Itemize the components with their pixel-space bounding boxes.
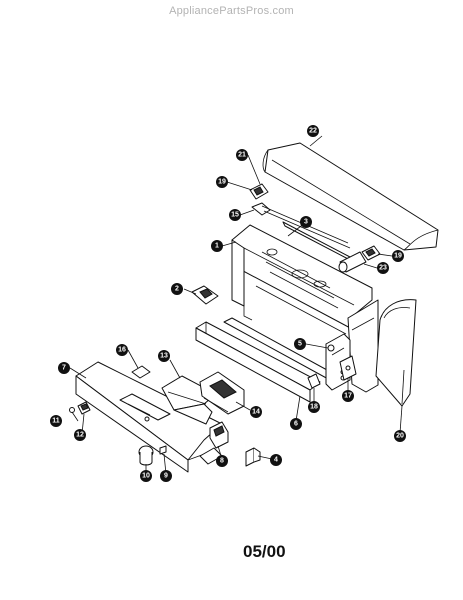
part-bracket-18 xyxy=(307,373,321,389)
callout-2: 2 xyxy=(171,283,183,295)
svg-text:22: 22 xyxy=(309,128,317,135)
callout-1: 1 xyxy=(211,240,223,252)
svg-text:10: 10 xyxy=(142,473,150,480)
svg-text:20: 20 xyxy=(396,433,404,440)
svg-text:8: 8 xyxy=(220,458,224,465)
svg-text:14: 14 xyxy=(252,409,260,416)
part-rocker-switch-12 xyxy=(77,401,91,415)
part-control-knob xyxy=(138,445,154,466)
callout-11: 11 xyxy=(50,415,62,427)
callout-18: 18 xyxy=(308,401,320,413)
revision-date: 05/00 xyxy=(243,542,286,561)
callout-3: 3 xyxy=(300,216,312,228)
part-small-clip-lower xyxy=(361,245,381,261)
callout-22: 22 xyxy=(307,125,319,137)
part-small-clip-upper xyxy=(249,183,269,200)
callout-5: 5 xyxy=(294,338,306,350)
svg-text:12: 12 xyxy=(76,432,84,439)
svg-text:1: 1 xyxy=(215,243,219,250)
part-display-cover xyxy=(161,375,217,425)
leader-lines xyxy=(69,135,403,475)
part-lower-channel xyxy=(195,321,321,403)
svg-text:4: 4 xyxy=(274,457,278,464)
watermark: AppliancePartsPros.com xyxy=(169,5,294,17)
callout-21: 21 xyxy=(236,149,248,161)
callout-17: 17 xyxy=(342,390,354,402)
callout-19-lower: 19 xyxy=(392,250,404,262)
part-panel-bracket xyxy=(131,365,151,379)
callout-6: 6 xyxy=(290,418,302,430)
callout-16: 16 xyxy=(116,344,128,356)
svg-text:13: 13 xyxy=(160,353,168,360)
svg-text:15: 15 xyxy=(231,212,239,219)
part-clip-4 xyxy=(245,447,261,467)
part-end-panel xyxy=(375,299,417,407)
callout-23: 23 xyxy=(377,262,389,274)
svg-text:16: 16 xyxy=(118,347,126,354)
part-tube-23 xyxy=(338,251,367,273)
part-top-trim xyxy=(262,142,439,251)
svg-text:19: 19 xyxy=(394,253,402,260)
part-bracket-17 xyxy=(339,355,357,381)
part-small-knob-11 xyxy=(69,407,75,413)
svg-text:5: 5 xyxy=(298,341,302,348)
svg-text:11: 11 xyxy=(52,418,60,425)
part-main-panel-housing xyxy=(231,224,379,393)
callout-10: 10 xyxy=(140,470,152,482)
svg-text:6: 6 xyxy=(294,421,298,428)
callout-13: 13 xyxy=(158,350,170,362)
part-control-board xyxy=(199,371,245,415)
svg-text:17: 17 xyxy=(344,393,352,400)
part-selector-switch xyxy=(209,421,229,449)
part-screw-9 xyxy=(159,445,167,455)
callout-7: 7 xyxy=(58,362,70,374)
svg-text:3: 3 xyxy=(304,219,308,226)
callout-20: 20 xyxy=(394,430,406,442)
svg-text:18: 18 xyxy=(310,404,318,411)
callout-19-upper: 19 xyxy=(216,176,228,188)
svg-text:9: 9 xyxy=(164,473,168,480)
callout-14: 14 xyxy=(250,406,262,418)
svg-text:21: 21 xyxy=(238,152,246,159)
svg-text:2: 2 xyxy=(175,286,179,293)
callout-4: 4 xyxy=(270,454,282,466)
part-switch-bracket xyxy=(191,285,219,305)
svg-text:19: 19 xyxy=(218,179,226,186)
svg-text:23: 23 xyxy=(379,265,387,272)
callout-9: 9 xyxy=(160,470,172,482)
callout-15: 15 xyxy=(229,209,241,221)
callout-12: 12 xyxy=(74,429,86,441)
callout-8: 8 xyxy=(216,455,228,467)
svg-text:7: 7 xyxy=(62,365,66,372)
